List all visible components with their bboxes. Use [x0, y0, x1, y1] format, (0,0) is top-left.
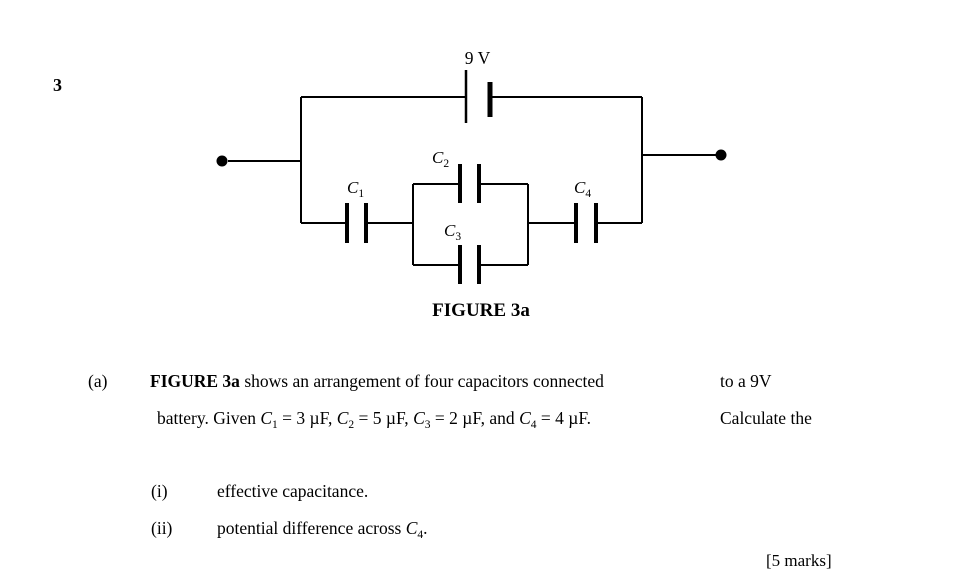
line2-text-4: = 2 µF, and: [430, 408, 520, 428]
c2-subscript: 2: [348, 419, 355, 431]
capacitor-c4-subscript: 4: [585, 188, 592, 200]
circuit-diagram: [216, 70, 727, 284]
capacitor-c4-symbol-text: C: [574, 178, 586, 197]
question-line1: FIGURE 3a shows an arrangement of four c…: [150, 371, 604, 391]
line2-text-5: = 4 µF.: [536, 408, 592, 428]
item-i-label: (i): [151, 481, 168, 501]
part-a-label: (a): [88, 371, 108, 391]
item-i-text: effective capacitance.: [217, 481, 369, 501]
item-ii-text-before: potential difference across: [217, 518, 406, 538]
item-ii-c4-symbol: C: [405, 518, 418, 538]
figure-reference: FIGURE 3a: [150, 371, 240, 391]
capacitor-c1-label: C1: [347, 178, 365, 200]
question-line2: battery. Given C1 = 3 µF, C2 = 5 µF, C3 …: [157, 408, 592, 431]
item-ii-text-after: .: [423, 518, 428, 538]
marks-label: [5 marks]: [766, 551, 832, 570]
question-line2-right: Calculate the: [720, 408, 812, 428]
item-ii-label: (ii): [151, 518, 173, 538]
c4-subscript: 4: [530, 419, 537, 431]
capacitor-c3-label: C3: [444, 221, 462, 243]
figure-caption: FIGURE 3a: [432, 300, 530, 321]
capacitor-c3-symbol-text: C: [444, 221, 456, 240]
c3-subscript: 3: [424, 419, 431, 431]
c1-symbol: C: [260, 408, 273, 428]
left-terminal-dot: [216, 155, 228, 167]
line2-text-2: = 3 µF,: [277, 408, 337, 428]
capacitor-c3-subscript: 3: [455, 231, 462, 243]
question-number: 3: [53, 75, 62, 95]
c1-subscript: 1: [272, 419, 278, 431]
right-terminal-dot: [715, 149, 727, 161]
capacitor-c2-symbol-text: C: [432, 148, 444, 167]
battery-voltage-label: 9 V: [464, 48, 491, 68]
question-line1-right: to a 9V: [720, 371, 772, 391]
battery-symbol: [464, 70, 493, 123]
c4-symbol: C: [519, 408, 531, 428]
line2-text-3: = 5 µF,: [354, 408, 414, 428]
capacitor-c4-label: C4: [574, 178, 592, 200]
capacitor-c2-subscript: 2: [443, 158, 450, 170]
line2-text-1: battery. Given: [157, 408, 261, 428]
capacitor-c1-symbol-text: C: [347, 178, 359, 197]
item-ii-c4-subscript: 4: [417, 529, 424, 541]
item-ii-text: potential difference across C4.: [217, 518, 428, 541]
c3-symbol: C: [413, 408, 425, 428]
question-line1-text: shows an arrangement of four capacitors …: [239, 371, 604, 391]
c2-symbol: C: [336, 408, 349, 428]
capacitor-c1-subscript: 1: [358, 188, 365, 200]
capacitor-c2-label: C2: [432, 148, 450, 170]
